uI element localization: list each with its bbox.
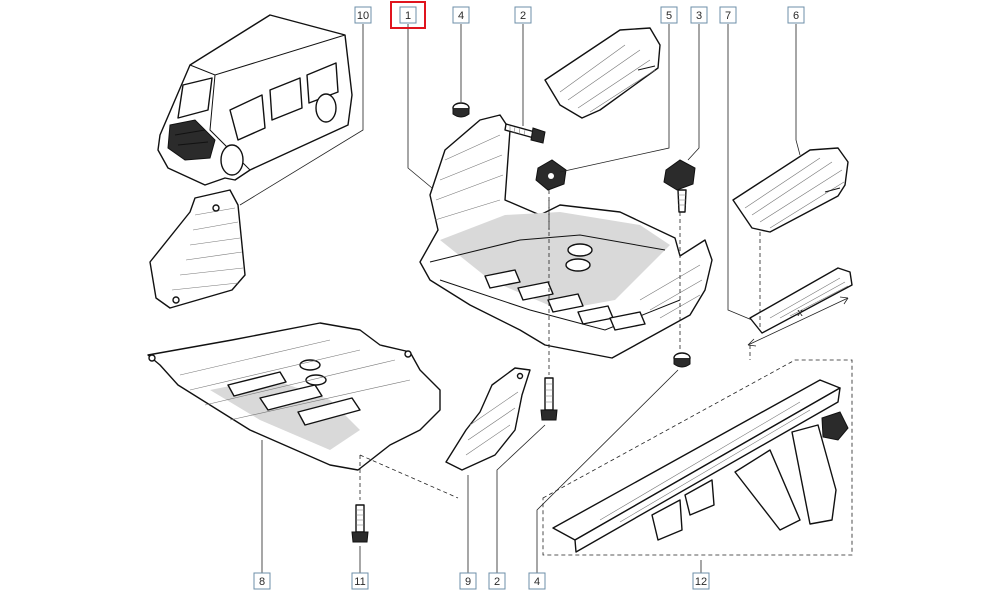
callout-8: 8 (253, 572, 271, 590)
svg-text:5: 5 (666, 10, 672, 22)
svg-text:12: 12 (695, 576, 707, 588)
part-11-bolt (351, 504, 369, 543)
part-4-nut-top (452, 102, 470, 118)
callout-1-highlighted: 1 (390, 1, 426, 29)
svg-text:2: 2 (494, 576, 500, 588)
callout-2-bottom: 2 (488, 572, 506, 590)
callout-6: 6 (787, 6, 805, 24)
svg-text:11: 11 (354, 576, 365, 588)
part-4-nut-bottom (673, 352, 691, 368)
callout-7: 7 (719, 6, 737, 24)
svg-text:6: 6 (793, 10, 799, 22)
part-6-panel (732, 147, 849, 233)
callout-3: 3 (690, 6, 708, 24)
van-illustration (157, 14, 353, 186)
part-8-lower-plate (147, 322, 441, 471)
part-5-clip (535, 159, 567, 191)
svg-text:1: 1 (405, 10, 411, 22)
svg-text:2: 2 (520, 10, 526, 22)
callout-11: 11 (351, 572, 369, 590)
callout-12: 12 (692, 572, 710, 590)
svg-text:8: 8 (259, 576, 265, 588)
svg-text:10: 10 (357, 10, 369, 22)
callout-9: 9 (459, 572, 477, 590)
callout-10: 10 (354, 6, 372, 24)
callout-5: 5 (660, 6, 678, 24)
part-2-bolt-top (504, 123, 546, 144)
svg-text:7: 7 (725, 10, 731, 22)
svg-text:3: 3 (696, 10, 702, 22)
callout-4-top: 4 (452, 6, 470, 24)
part-12-crossmember (542, 359, 853, 556)
svg-text:4: 4 (534, 576, 540, 588)
part-9-side-plate (445, 367, 531, 471)
callout-2-top: 2 (514, 6, 532, 24)
dimension-x-label: x (797, 307, 803, 319)
part-2-bolt-bottom (540, 377, 558, 421)
leader-lines (239, 24, 801, 582)
svg-text:4: 4 (458, 10, 464, 22)
part-3-fastener (663, 159, 696, 213)
part-10-side-shield (149, 189, 246, 309)
callout-4-bottom: 4 (528, 572, 546, 590)
part-5-panel (544, 27, 661, 119)
part-7-strip: x (747, 267, 853, 347)
svg-text:9: 9 (465, 576, 471, 588)
part-1-engine-undertray (419, 114, 713, 359)
